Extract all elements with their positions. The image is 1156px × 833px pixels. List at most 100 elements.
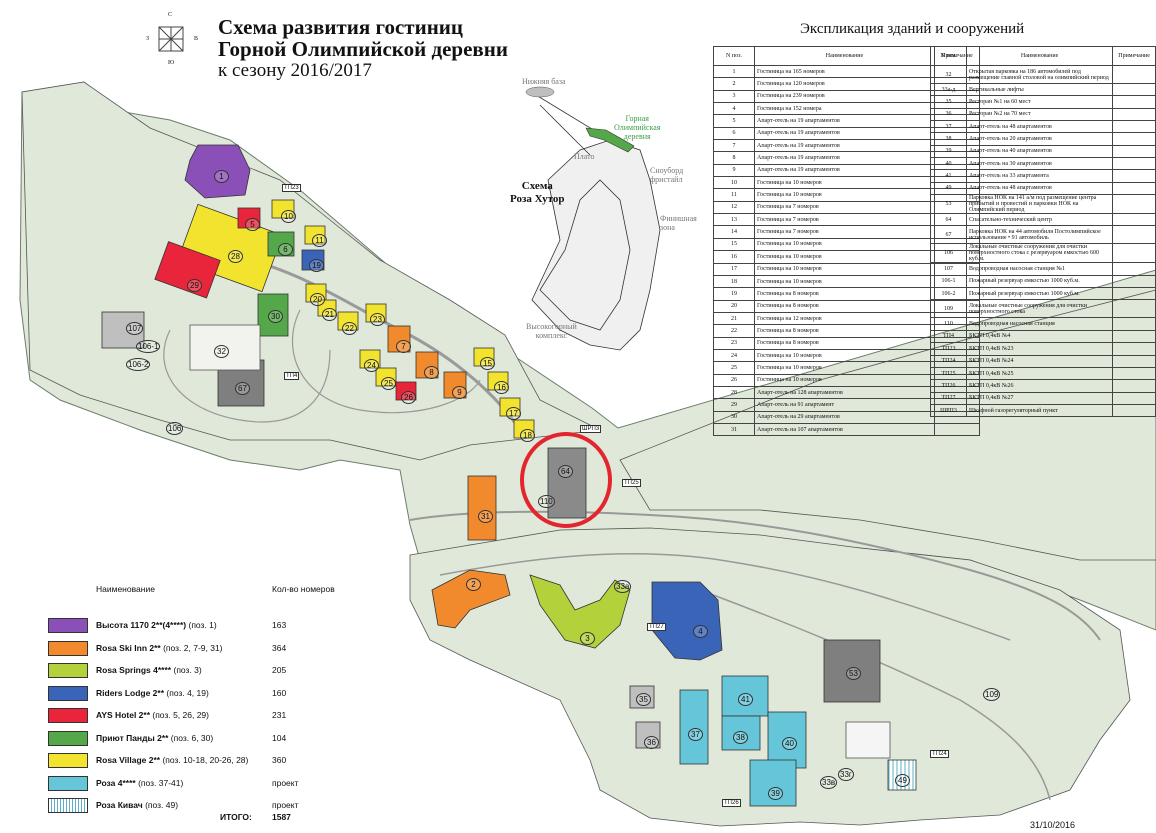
legend-header-name: Наименование (96, 584, 155, 594)
explication-num: 7 (713, 139, 755, 153)
explication-note (1112, 403, 1156, 418)
legend-row: Роза Кивач (поз. 49)проект (44, 798, 344, 814)
legend-name: AYS Hotel 2** (поз. 5, 26, 29) (96, 710, 209, 720)
explication-num: ТП4 (930, 329, 967, 344)
explication-num: 33а-д (930, 82, 967, 97)
explication-desc: Гостиница на 152 номера (754, 102, 935, 116)
map-label-b8: 8 (424, 366, 439, 379)
legend-row: Rosa Ski Inn 2** (поз. 2, 7-9, 31) 364 (44, 640, 344, 657)
legend-row: Роза 4**** (поз. 37-41)проект (44, 775, 344, 792)
legend-swatch (48, 685, 88, 701)
explication-desc: Локальные очистные сооружения для очистк… (965, 243, 1114, 264)
explication-num: ШРП3 (930, 403, 967, 418)
map-label-b19: 19 (309, 259, 324, 272)
legend-count: проект (272, 777, 299, 788)
explication-num: ТП24 (930, 354, 967, 368)
title-line2: Горной Олимпийской деревни (218, 37, 508, 61)
building-2 (431, 569, 511, 629)
title-line3: к сезону 2016/2017 (218, 60, 372, 81)
explication-desc: Ресторан №2 на 70 мест (965, 107, 1114, 122)
map-label-b1062: 106-2 (126, 358, 151, 371)
explication-note (1112, 287, 1156, 301)
explication-num: 39 (930, 144, 967, 159)
explication-num: 25 (713, 361, 755, 375)
explication-note (1112, 181, 1156, 196)
explication-num: 106-1 (930, 274, 967, 289)
explication-desc: БКТП 0,4кВ №25 (965, 366, 1114, 381)
explication-note (1112, 169, 1156, 183)
explication-desc: Гостиница на 10 номеров (754, 274, 935, 289)
explication-num: 35 (930, 95, 967, 109)
legend-hotel: Riders Lodge 2** (96, 687, 165, 698)
snowboard-line1: Сноуборд (650, 166, 684, 175)
explication-header-cell: N поз. (930, 46, 967, 66)
legend-row: Приют Панды 2** (поз. 6, 30)104 (44, 730, 344, 747)
legend-swatch (48, 753, 88, 768)
explication-note (1112, 299, 1156, 319)
explication-num: 40 (930, 157, 967, 171)
explication-desc: Гостиница на 12 номеров (754, 311, 935, 326)
explication-num: 107 (930, 262, 967, 276)
map-label-b24: 24 (364, 359, 379, 372)
legend-name: Rosa Ski Inn 2** (поз. 2, 7-9, 31) (96, 643, 223, 653)
building-37 (679, 689, 709, 765)
road-left-loop (163, 329, 331, 423)
explication-num: 24 (713, 348, 755, 363)
map-label-b21: 21 (322, 308, 337, 321)
explication-desc: Гостиница на 7 номеров (754, 200, 935, 215)
court (845, 721, 891, 759)
compass-n: С (168, 12, 173, 18)
explication-header-cell: N поз. (713, 46, 755, 66)
explication-desc: Гостиница на 10 номеров (754, 361, 935, 375)
highlight-circle (520, 432, 612, 528)
explication-desc: Парковка НОК на 44 автомобиля Постолимпи… (965, 225, 1114, 245)
legend-count: 364 (272, 642, 287, 653)
explication-desc: БКТП 0,4кВ №23 (965, 342, 1114, 356)
road-lower (439, 553, 1011, 641)
explication-num: 110 (930, 317, 967, 331)
legend-swatch (48, 640, 88, 656)
compass-icon (158, 26, 184, 52)
explication-desc: Парковка НОК на 141 а/м под размещение ц… (965, 194, 1114, 215)
legend-count: 205 (272, 665, 287, 675)
explication-note (1112, 225, 1156, 245)
legend-swatch (48, 663, 88, 678)
explication-desc: Вертикальные лифты (965, 82, 1114, 97)
map-label-b33g: 33г (838, 768, 854, 781)
explication-num: 17 (713, 262, 755, 276)
explication-desc: Апарт-отель на 29 апартаментов (754, 410, 935, 424)
legend-swatch (48, 708, 88, 723)
map-label-b33a: 33а (614, 580, 632, 593)
legend-count: 360 (272, 755, 287, 765)
finish-line1: Финишная (660, 214, 697, 223)
explication-desc: Апарт-отель на 91 апартамент (754, 398, 935, 412)
explication-num: 13 (713, 213, 755, 227)
explication-desc: Гостиница на 8 номеров (754, 299, 935, 313)
map-label-b41: 41 (738, 693, 753, 706)
map-label-b107: 107 (126, 322, 144, 335)
legend-count: 160 (272, 687, 287, 698)
explication-desc: Гостиница на 10 номеров (754, 250, 935, 264)
explication-desc: БКТП 0,4кВ №24 (965, 354, 1114, 368)
explication-note (1112, 391, 1156, 405)
explication-num: ТП25 (930, 366, 967, 381)
explication-header-cell: Наименование (965, 46, 1114, 66)
road-curve (699, 589, 1051, 801)
explication-desc: Гостиница на 7 номеров (754, 225, 935, 239)
road-loop (409, 510, 1101, 641)
legend-hotel: Rosa Village 2** (96, 755, 161, 765)
map-label-b20: 20 (310, 293, 325, 306)
explication-num: 20 (713, 299, 755, 313)
inset-gornaya: Горная Олимпийская деревня (614, 114, 661, 141)
legend-total-label: ИТОГО: (220, 812, 252, 822)
map-label-b32: 32 (214, 345, 229, 358)
